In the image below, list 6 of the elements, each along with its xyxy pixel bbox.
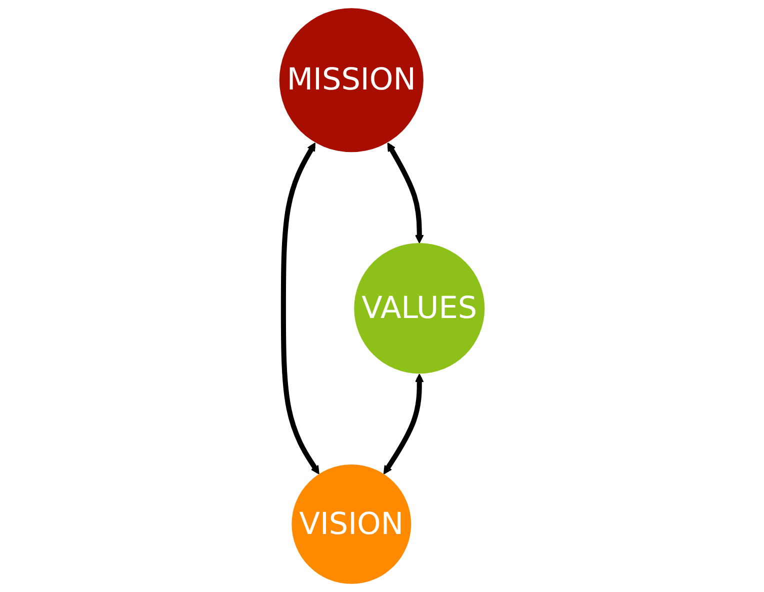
node-circle: VISION: [292, 464, 412, 584]
node-circle: MISSION: [279, 8, 424, 152]
arrow: [280, 142, 320, 474]
arrow: [387, 142, 424, 244]
node-circle: VALUES: [354, 243, 485, 374]
arrow: [383, 374, 424, 474]
